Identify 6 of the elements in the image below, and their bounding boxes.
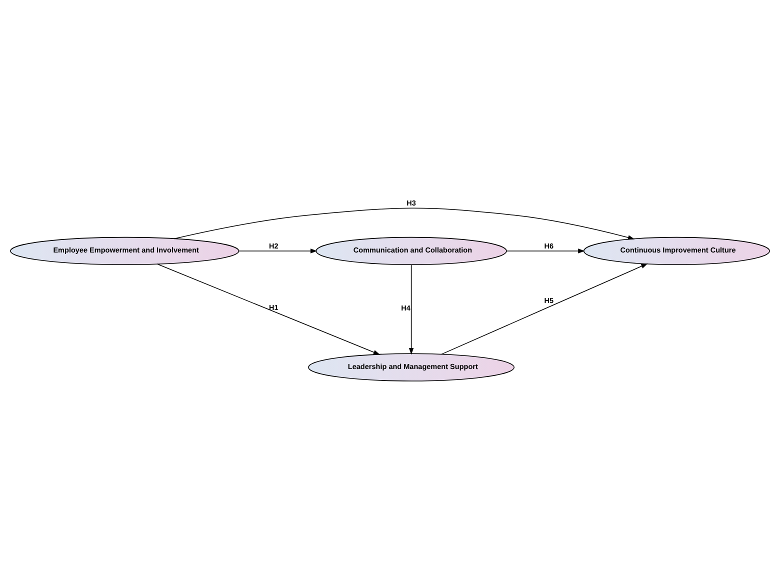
arrow xyxy=(174,208,635,240)
arrow xyxy=(156,264,380,355)
arrow xyxy=(408,264,414,355)
arrow xyxy=(506,248,585,254)
arrow xyxy=(440,263,648,355)
arrow xyxy=(238,248,318,254)
